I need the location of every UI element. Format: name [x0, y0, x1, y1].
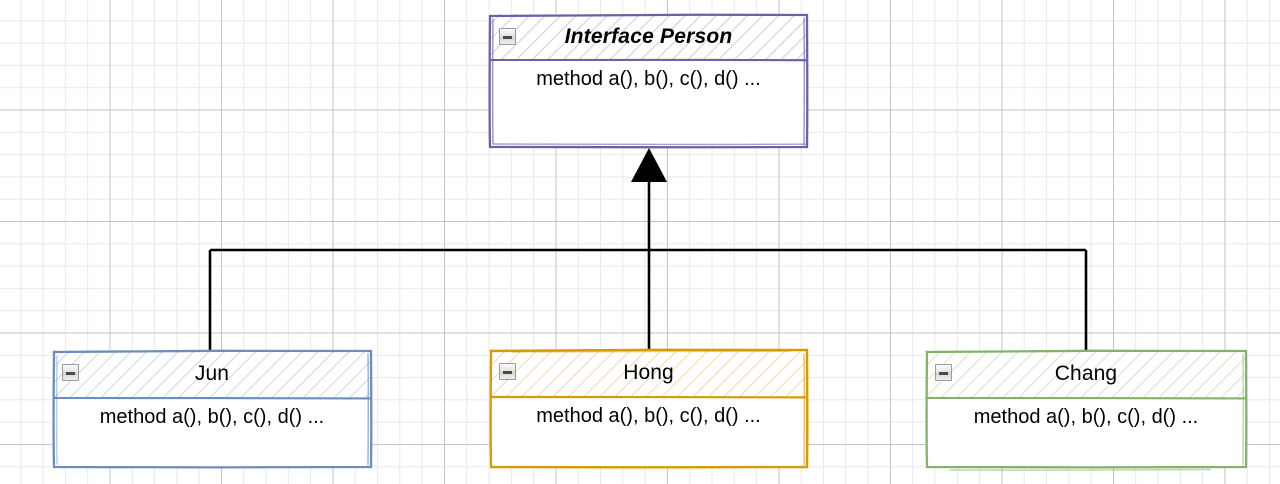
node-body-jun: method a(), b(), c(), d() ... [52, 398, 372, 476]
node-header-interface-person: Interface Person [489, 14, 808, 60]
collapse-minus-icon-hong[interactable] [499, 363, 516, 380]
node-method-hong: method a(), b(), c(), d() ... [536, 405, 761, 427]
node-body-interface-person: method a(), b(), c(), d() ... [489, 60, 808, 156]
node-method-chang: method a(), b(), c(), d() ... [973, 406, 1199, 428]
collapse-minus-icon-interface-person[interactable] [499, 28, 516, 45]
node-interface-person[interactable]: Interface Person method a(), b(), c(), d… [489, 14, 808, 148]
node-jun[interactable]: Jun method a(), b(), c(), d() ... [52, 350, 372, 468]
node-header-hong: Hong [489, 349, 808, 397]
node-body-chang: method a(), b(), c(), d() ... [925, 398, 1247, 476]
node-header-chang: Chang [925, 350, 1247, 398]
node-title-chang: Chang [1054, 362, 1118, 385]
node-body-hong: method a(), b(), c(), d() ... [489, 397, 808, 476]
collapse-minus-icon-jun[interactable] [62, 364, 79, 381]
node-header-jun: Jun [52, 350, 372, 398]
node-chang[interactable]: Chang method a(), b(), c(), d() ... [925, 350, 1247, 468]
node-hong[interactable]: Hong method a(), b(), c(), d() ... [489, 349, 808, 468]
node-title-jun: Jun [194, 362, 230, 385]
node-title-interface-person: Interface Person [564, 25, 733, 48]
node-method-interface-person: method a(), b(), c(), d() ... [536, 68, 761, 90]
node-title-hong: Hong [623, 361, 674, 384]
collapse-minus-icon-chang[interactable] [935, 364, 952, 381]
edge-generalization-tree[interactable] [208, 148, 1088, 351]
node-method-jun: method a(), b(), c(), d() ... [99, 406, 325, 428]
